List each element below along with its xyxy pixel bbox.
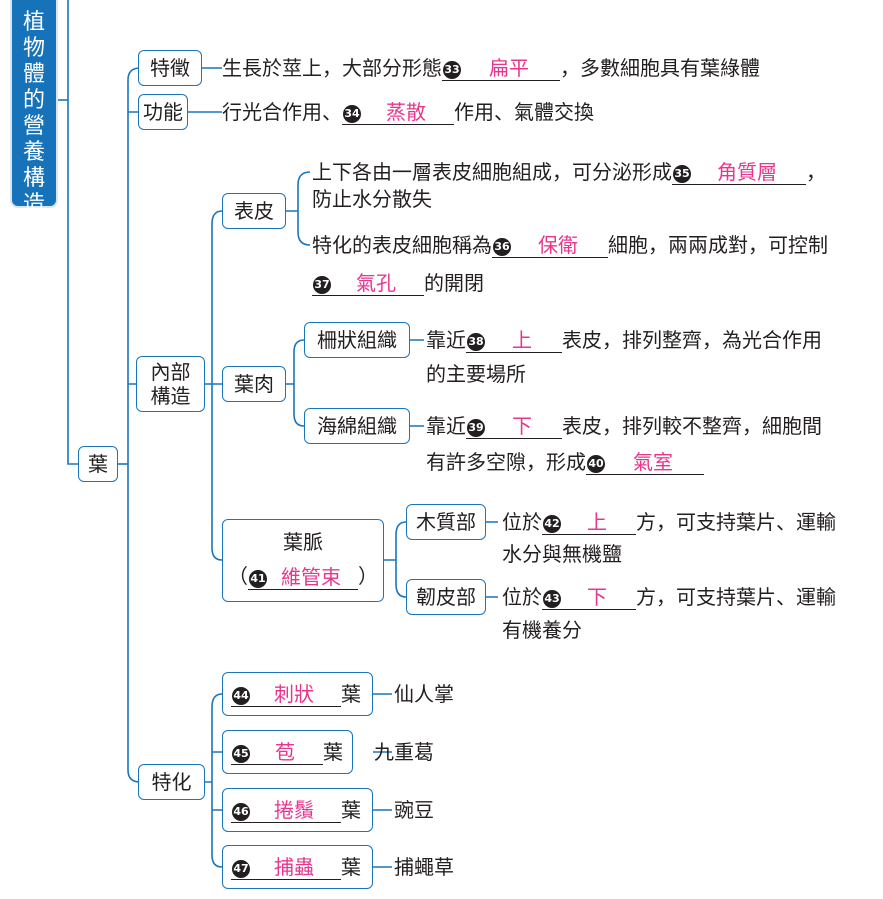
- xylem-line-2: 水分與無機鹽: [502, 542, 622, 566]
- example-venus-flytrap: 捕蠅草: [394, 855, 454, 879]
- node-epidermis: 表皮: [222, 193, 286, 229]
- branch-internal-structure: 內部構造: [136, 356, 205, 412]
- answer-text: 刺狀: [274, 681, 314, 706]
- node-phloem: 韌皮部: [406, 579, 486, 615]
- node-palisade-tissue: 柵狀組織: [304, 322, 410, 358]
- question-number: 47: [232, 859, 250, 878]
- phloem-line-2: 有機養分: [502, 618, 582, 642]
- question-number: 33: [443, 61, 461, 79]
- question-number: 37: [313, 276, 331, 294]
- question-number: 38: [467, 333, 485, 351]
- root-node-leaf: 葉: [78, 446, 118, 482]
- question-number: 44: [232, 686, 250, 705]
- palisade-line-2: 的主要場所: [426, 362, 526, 386]
- branch-feature: 特徵: [138, 50, 202, 86]
- question-number: 35: [673, 165, 691, 183]
- answer-text: 扁平: [489, 56, 529, 80]
- answer-text: 角質層: [717, 160, 777, 184]
- question-number: 45: [232, 744, 250, 763]
- answer-text: 維管束: [281, 565, 341, 589]
- answer-text: 下: [512, 414, 532, 438]
- answer-text: 上: [512, 328, 532, 352]
- question-number: 34: [343, 105, 361, 123]
- question-number: 36: [493, 238, 511, 256]
- answer-text: 下: [587, 585, 607, 609]
- question-number: 43: [543, 590, 561, 608]
- answer-text: 上: [587, 510, 607, 534]
- example-cactus: 仙人掌: [394, 682, 454, 706]
- question-number: 41: [249, 570, 267, 588]
- answer-text: 蒸散: [386, 100, 426, 124]
- question-number: 40: [587, 455, 605, 473]
- question-number: 42: [543, 515, 561, 533]
- answer-text: 氣孔: [356, 271, 396, 295]
- node-spongy-tissue: 海綿組織: [304, 408, 410, 444]
- question-number: 39: [467, 419, 485, 437]
- answer-text: 保衛: [538, 233, 578, 257]
- example-bougainvillea: 九重葛: [374, 740, 434, 764]
- question-number: 46: [232, 802, 250, 821]
- node-mesophyll: 葉肉: [222, 366, 286, 402]
- answer-text: 氣室: [633, 450, 673, 474]
- answer-text: 捕蟲: [274, 854, 314, 879]
- branch-specialization: 特化: [138, 764, 205, 800]
- page-title: 植物體的營養構造: [12, 0, 56, 217]
- answer-text: 捲鬚: [274, 797, 314, 822]
- epidermis-line-2: 防止水分散失: [312, 187, 432, 211]
- node-xylem: 木質部: [406, 504, 486, 540]
- branch-function: 功能: [138, 94, 188, 130]
- example-pea: 豌豆: [394, 798, 434, 822]
- answer-text: 苞: [275, 739, 295, 764]
